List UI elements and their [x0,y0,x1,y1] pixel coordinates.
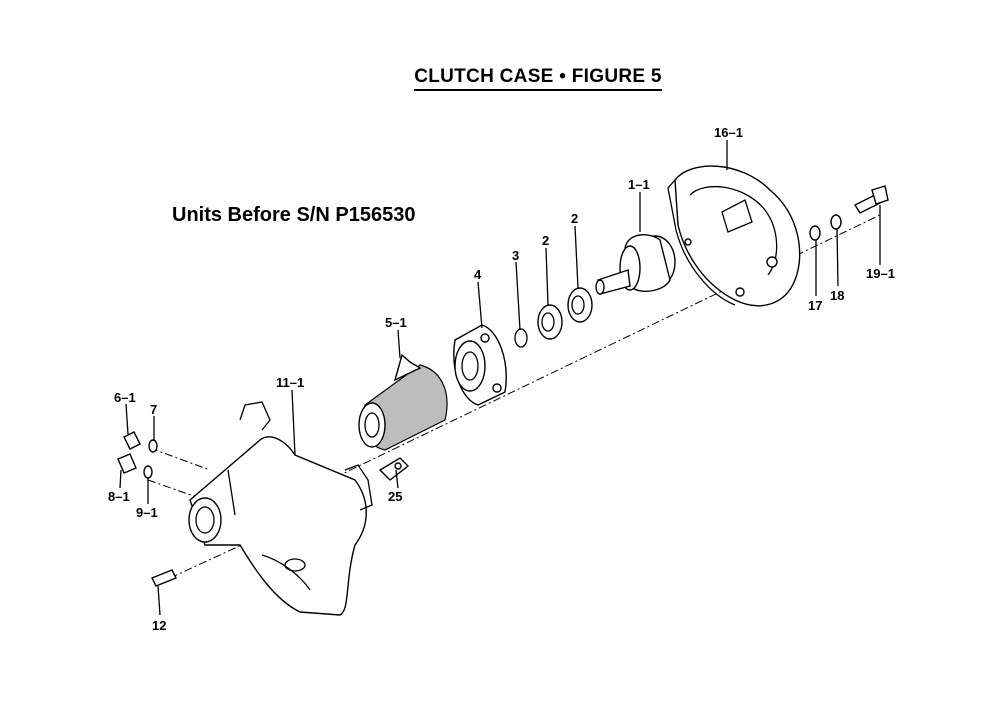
part-1-1-clutch-drum [595,234,676,295]
callout-17: 17 [808,298,822,313]
part-25-bracket [378,457,410,481]
callout-4: 4 [474,267,482,282]
leader-lines [119,140,881,616]
callout-2-left: 2 [542,233,549,248]
callout-18: 18 [830,288,844,303]
part-7-washer [148,439,158,453]
figure-title: CLUTCH CASE • FIGURE 5 [0,66,1000,91]
part-2-bearing-right [567,287,593,323]
callout-16-1: 16–1 [714,125,743,140]
part-3-snap-ring [514,328,528,348]
part-18-washer [830,214,842,230]
part-2-bearing-left [537,304,563,340]
part-11-1-clutch-case [188,401,373,616]
serial-note: Units Before S/N P156530 [172,204,416,226]
part-19-1-bolt [853,185,889,214]
callout-9-1: 9–1 [136,505,158,520]
callout-5-1: 5–1 [385,315,407,330]
part-16-1-clutch-cover [667,165,801,307]
part-17-washer [809,225,821,241]
callout-6-1: 6–1 [114,390,136,405]
callout-8-1: 8–1 [108,489,130,504]
callout-11-1: 11–1 [276,375,304,390]
callout-7: 7 [150,402,157,417]
callout-25: 25 [388,489,402,504]
callout-12: 12 [152,618,166,633]
part-12-screw [151,569,177,587]
part-8-1-screw [117,453,137,474]
callout-3: 3 [512,248,519,263]
callout-1-1: 1–1 [628,177,650,192]
part-9-1-washer [143,465,153,479]
part-6-1-screw [123,431,141,450]
callout-2-right: 2 [571,211,578,226]
part-4-bearing-holder [453,324,507,406]
part-5-1-damper [358,353,448,451]
callout-19-1: 19–1 [866,266,895,281]
